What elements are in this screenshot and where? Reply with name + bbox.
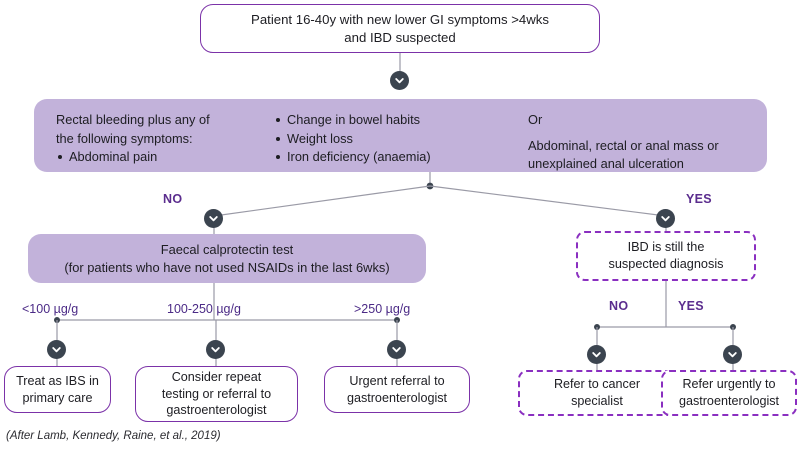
symptom-mid-bullet-0: Change in bowel habits: [274, 111, 504, 130]
symptom-or-text: Abdominal, rectal or anal mass or unexpl…: [528, 137, 719, 172]
node-ibd-suspected-diagnosis: IBD is still the suspected diagnosis: [576, 231, 756, 281]
source-credit: (After Lamb, Kennedy, Raine, et al., 201…: [6, 430, 221, 442]
node-outcome-refer-cancer-specialist: Refer to cancer specialist: [518, 370, 676, 416]
node-faecal-calprotectin-test: Faecal calprotectin test (for patients w…: [28, 234, 426, 283]
node-outcome-treat-as-ibs-text: Treat as IBS in primary care: [16, 373, 99, 405]
symptom-lead-text: Rectal bleeding plus any of the followin…: [56, 112, 210, 146]
symptom-column-or: Or Abdominal, rectal or anal mass or une…: [528, 111, 758, 174]
node-faecal-calprotectin-test-text: Faecal calprotectin test (for patients w…: [64, 242, 390, 275]
chevron-down-icon-to-calprotectin: [204, 209, 223, 228]
branch-label-yes-lower: YES: [678, 299, 704, 313]
node-ibd-suspected-diagnosis-text: IBD is still the suspected diagnosis: [608, 240, 724, 271]
node-outcome-consider-repeat-text: Consider repeat testing or referral to g…: [161, 370, 272, 418]
branch-label-yes-right: YES: [686, 192, 712, 206]
symptom-lead-bullet-0: Abdominal pain: [56, 148, 256, 167]
symptom-column-middle: Change in bowel habits Weight loss Iron …: [274, 111, 504, 167]
chevron-down-icon-refer-cancer: [587, 345, 606, 364]
node-outcome-urgent-referral-text: Urgent referral to gastroenterologist: [346, 373, 448, 405]
symptom-column-lead: Rectal bleeding plus any of the followin…: [56, 111, 256, 167]
branch-label-no-left: NO: [163, 192, 183, 206]
node-outcome-refer-urgently-gastro: Refer urgently to gastroenterologist: [661, 370, 797, 416]
symptom-or-label: Or: [528, 112, 543, 127]
threshold-label-2: >250 µg/g: [354, 302, 411, 316]
chevron-down-icon-outcome-2: [387, 340, 406, 359]
node-outcome-urgent-referral: Urgent referral to gastroenterologist: [324, 366, 470, 413]
threshold-label-0: <100 µg/g: [22, 302, 79, 316]
node-outcome-refer-urgently-gastro-text: Refer urgently to gastroenterologist: [678, 377, 780, 408]
symptom-mid-bullet-2: Iron deficiency (anaemia): [274, 148, 504, 167]
node-patient-criteria-text: Patient 16-40y with new lower GI symptom…: [251, 12, 549, 45]
threshold-label-1: 100-250 µg/g: [167, 302, 241, 316]
node-patient-criteria: Patient 16-40y with new lower GI symptom…: [200, 4, 600, 53]
chevron-down-icon-outcome-0: [47, 340, 66, 359]
symptom-mid-bullet-1: Weight loss: [274, 130, 504, 149]
chevron-down-icon-to-ibd: [656, 209, 675, 228]
chevron-down-icon-refer-gastro: [723, 345, 742, 364]
node-outcome-refer-cancer-specialist-text: Refer to cancer specialist: [553, 377, 641, 408]
node-outcome-consider-repeat: Consider repeat testing or referral to g…: [135, 366, 298, 422]
node-outcome-treat-as-ibs: Treat as IBS in primary care: [4, 366, 111, 413]
chevron-down-icon-outcome-1: [206, 340, 225, 359]
node-symptom-criteria-panel: Rectal bleeding plus any of the followin…: [34, 99, 767, 172]
branch-label-no-lower: NO: [609, 299, 629, 313]
chevron-down-icon-to-symptoms: [390, 71, 409, 90]
